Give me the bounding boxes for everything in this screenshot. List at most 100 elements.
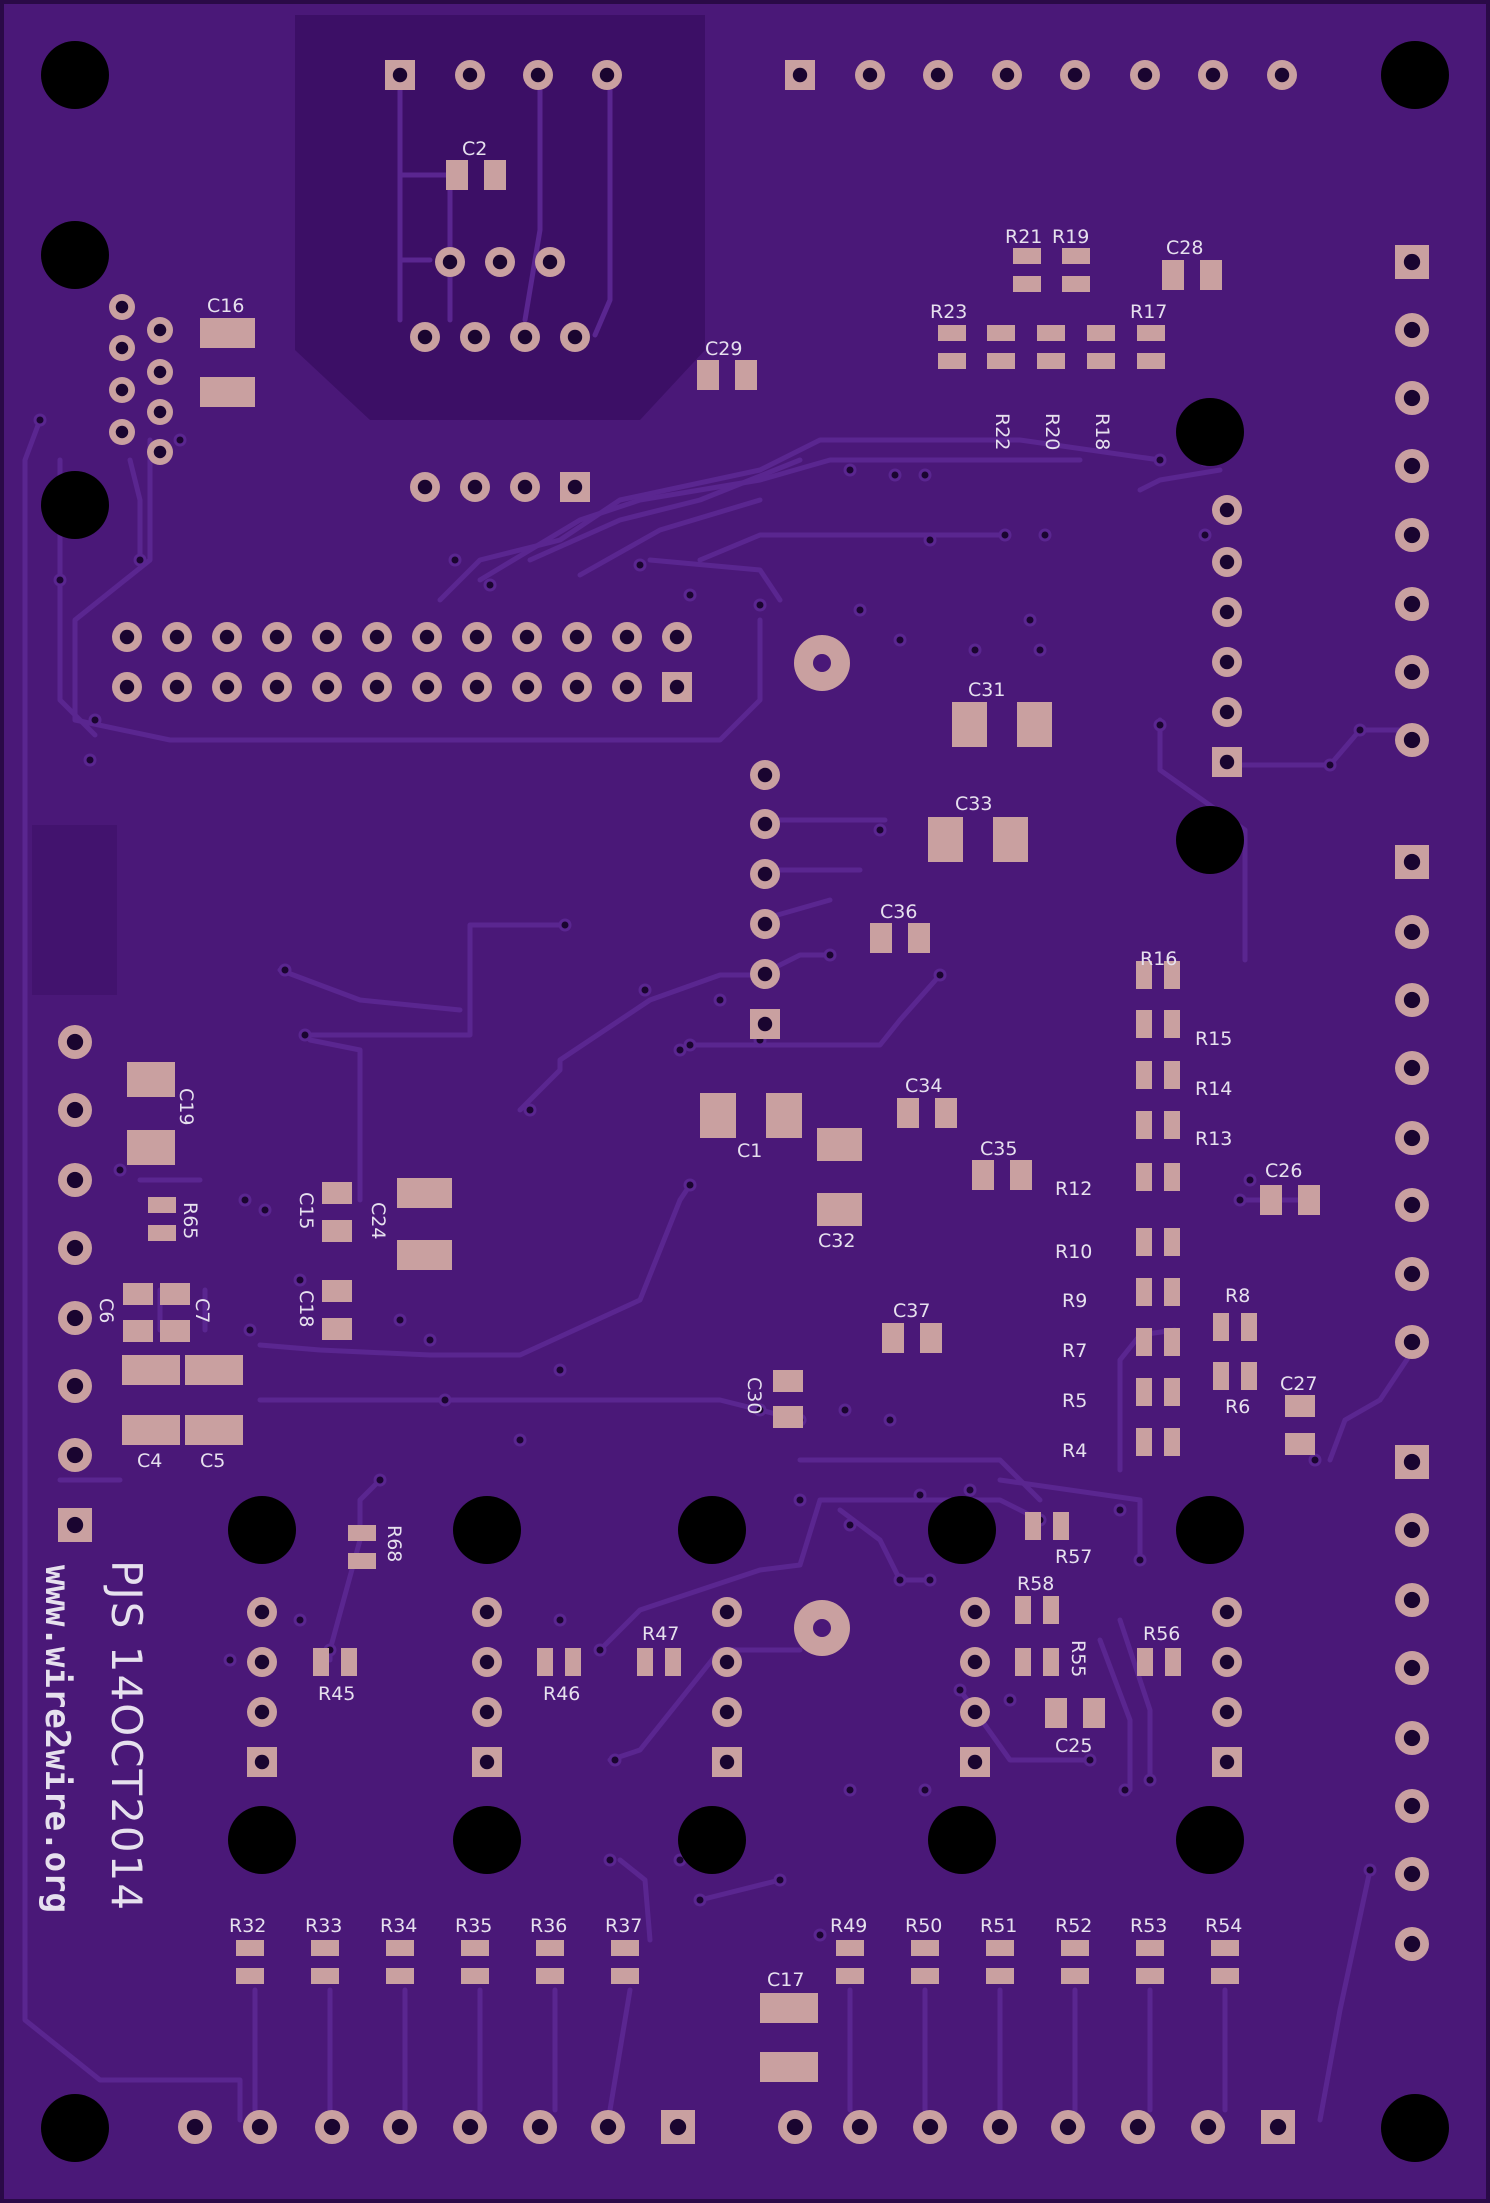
edge-pin [913,2110,947,2144]
capacitor-pad [322,1280,352,1302]
header-pin [1130,60,1160,90]
resistor-pad [1213,1313,1229,1341]
via [513,1433,527,1447]
edge-pin [1395,449,1429,483]
copper-trace [517,952,833,1113]
via [843,1783,857,1797]
via [1153,453,1167,467]
label-R16: R16 [1140,948,1177,970]
header-pin [212,622,242,652]
resistor-pad [1087,325,1115,341]
header-pin [312,622,342,652]
edge-pin [315,2110,349,2144]
header-pin [412,672,442,702]
trace-layer [22,67,1423,2123]
copper-trace [72,437,763,743]
resistor-pad [836,1968,864,1984]
sensor-pin [1212,1697,1242,1727]
mounting-hole [678,1496,746,1564]
label-R37: R37 [605,1915,642,1937]
copper-trace [22,417,243,2123]
capacitor-pad [882,1323,904,1353]
via [553,1363,567,1377]
resistor-pad [1137,353,1165,369]
resistor-pad [1164,1061,1180,1089]
edge-pin [1191,2110,1225,2144]
edge-pin [58,1093,92,1127]
label-R14: R14 [1195,1078,1232,1100]
resistor-pad [1137,325,1165,341]
via [33,413,47,427]
resistor-pad [938,325,966,341]
via [633,558,647,572]
connector-pin [385,60,415,90]
label-R23: R23 [930,301,967,323]
capacitor-pad [773,1406,803,1428]
resistor-pad [348,1525,376,1541]
sensor-pin [960,1647,990,1677]
copper-trace [617,1857,653,1943]
via [593,1643,607,1657]
via [693,1893,707,1907]
capacitor-pad [1298,1185,1320,1215]
via [1113,1503,1127,1517]
copper-pour-left [32,825,117,995]
edge-pin [1395,1188,1429,1222]
edge-pin [178,2110,212,2144]
label-R49: R49 [830,1915,867,1937]
label-R56: R56 [1143,1623,1180,1645]
resistor-pad [461,1940,489,1956]
label-R22: R22 [991,413,1013,450]
capacitor-pad [122,1415,180,1445]
capacitor-pad [122,1355,180,1385]
via [893,633,907,647]
resistor-pad [461,1968,489,1984]
resistor-pad [1062,248,1090,264]
header-pin [1212,747,1242,777]
resistor-pad [1087,353,1115,369]
edge-pin [1395,518,1429,552]
copper-trace [607,1647,803,1763]
resistor-pad [1164,1228,1180,1256]
header-pin [855,60,885,90]
header-pin [750,959,780,989]
resistor-pad [148,1225,176,1241]
copper-trace [687,972,943,1048]
label-C7: C7 [191,1298,213,1323]
label-R19: R19 [1052,226,1089,248]
edge-pin [1395,1651,1429,1685]
resistor-pad [1211,1940,1239,1956]
edge-pin [1395,1583,1429,1617]
edge-pin [1395,1121,1429,1155]
via [438,1393,452,1407]
edge-pin [1395,1257,1429,1291]
resistor-pad [1241,1313,1257,1341]
jack-pin [109,335,135,361]
jack-pin [147,359,173,385]
sensor-pin [1212,1647,1242,1677]
label-R20: R20 [1041,413,1063,450]
header-pin [312,672,342,702]
label-C28: C28 [1166,237,1203,259]
edge-pin [523,2110,557,2144]
mounting-hole [678,1806,746,1874]
header-pin [462,622,492,652]
resistor-pad [348,1553,376,1569]
header-pin [662,622,692,652]
capacitor-pad [760,1993,818,2023]
module-pin [435,247,465,277]
edge-pin [1395,915,1429,949]
resistor-pad [1136,1061,1152,1089]
header-pin [750,1009,780,1039]
capacitor-pad [700,1093,736,1138]
edge-pin [1395,1051,1429,1085]
label-C2: C2 [462,138,487,160]
edge-pin [58,1025,92,1059]
sensor-pin [472,1747,502,1777]
via [238,1193,252,1207]
via [1003,1693,1017,1707]
edge-pin [1395,245,1429,279]
mounting-hole [928,1496,996,1564]
via [843,1518,857,1532]
label-R35: R35 [455,1915,492,1937]
